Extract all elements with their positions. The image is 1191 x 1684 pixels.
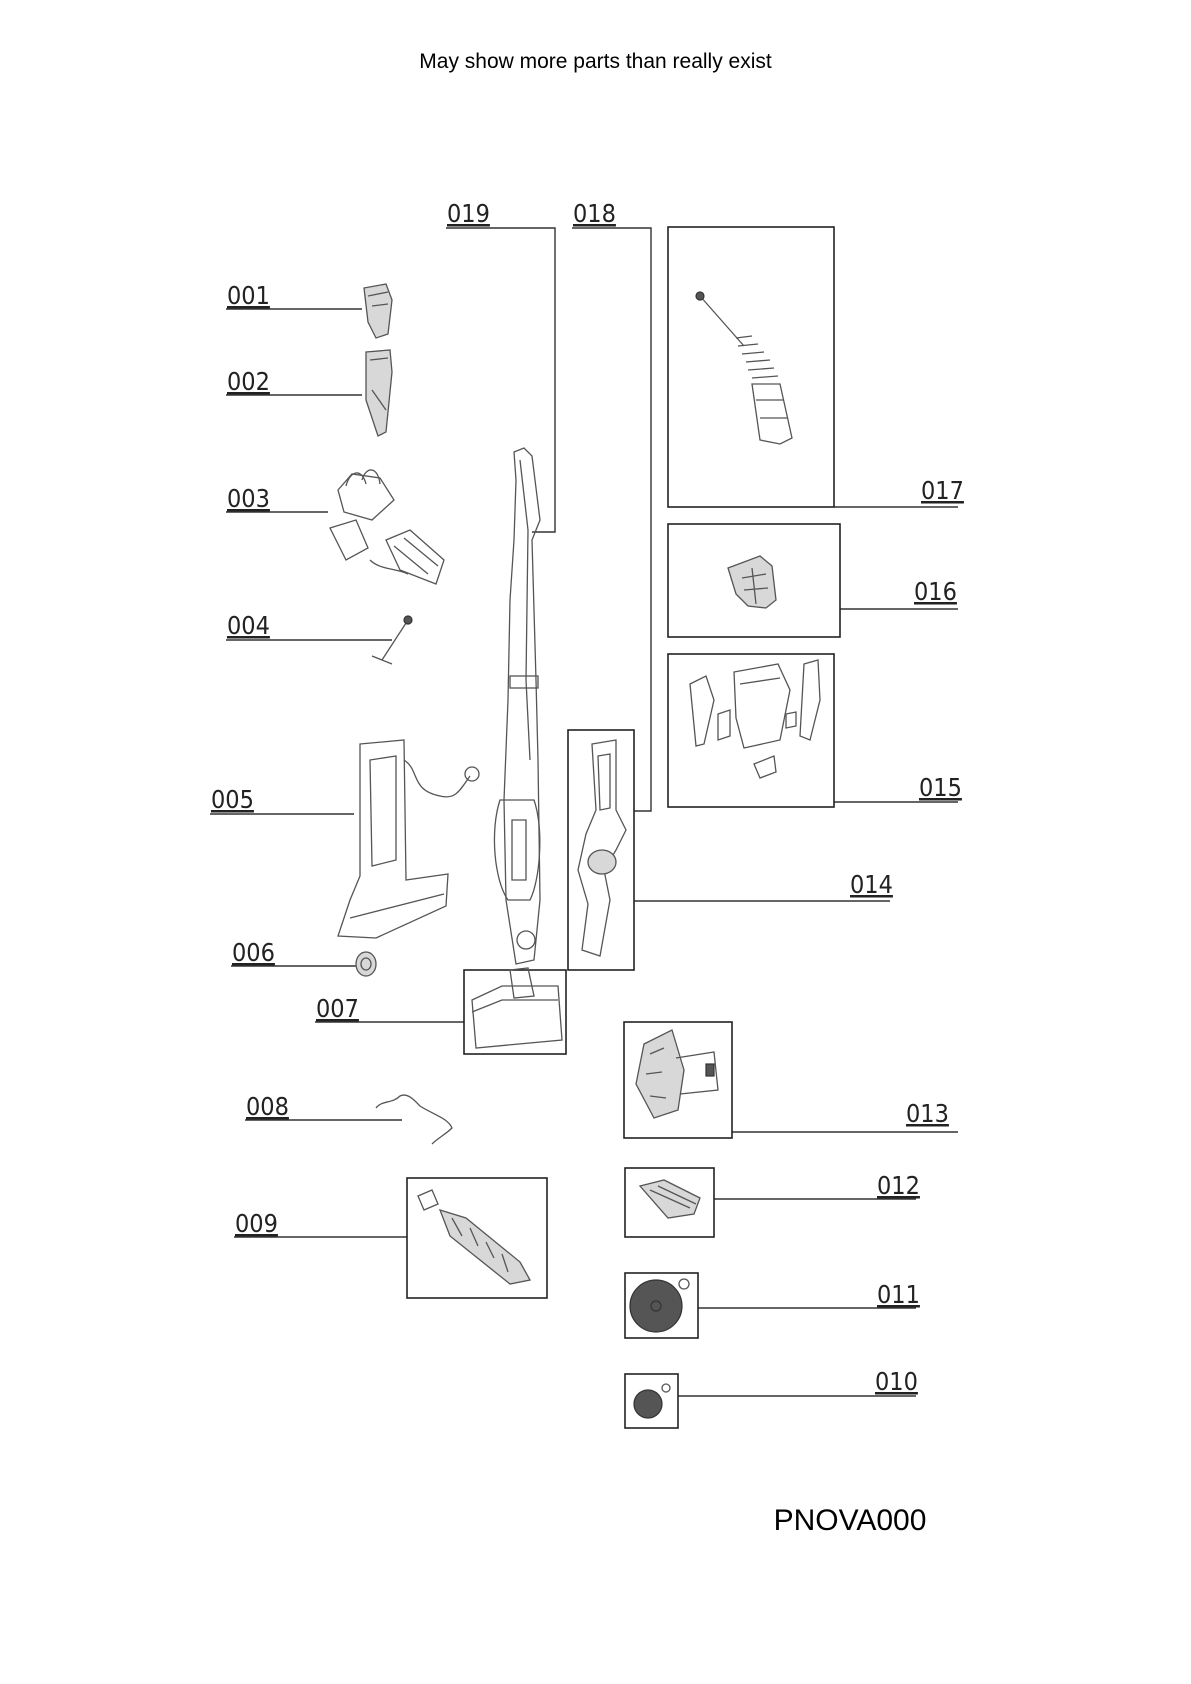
wheel-icon [355, 951, 377, 977]
battery-pack-icon [329, 469, 445, 585]
callout-label: 007 [316, 994, 359, 1023]
callout-012[interactable]: 012 [714, 1171, 920, 1200]
callout-016[interactable]: 016 [840, 577, 958, 610]
motor-icon [635, 1029, 719, 1119]
callout-label: 003 [227, 484, 270, 513]
callout-006[interactable]: 006 [231, 938, 358, 967]
callout-007[interactable]: 007 [315, 994, 464, 1023]
callout-label: 004 [227, 611, 270, 640]
callout-018[interactable]: 018 [572, 199, 652, 812]
callout-005[interactable]: 005 [210, 785, 354, 815]
large-wheel-icon [629, 1278, 690, 1333]
callout-label: 018 [573, 199, 616, 228]
filter-spring-icon [695, 291, 793, 445]
box-017 [667, 226, 835, 508]
charging-base-icon [337, 739, 480, 939]
callout-label: 019 [447, 199, 490, 228]
callout-019[interactable]: 019 [446, 199, 556, 533]
box-009 [406, 1177, 548, 1299]
callout-011[interactable]: 011 [698, 1280, 920, 1309]
model-code: PNOVA000 [773, 1504, 927, 1537]
callout-label: 016 [914, 577, 957, 606]
callout-label: 015 [919, 773, 962, 802]
small-wheel-icon [633, 1383, 671, 1419]
callout-label: 008 [246, 1092, 289, 1121]
callout-017[interactable]: 017 [834, 476, 964, 508]
housing-set-icon [689, 659, 821, 779]
callout-label: 009 [235, 1209, 278, 1238]
callout-009[interactable]: 009 [234, 1209, 407, 1238]
nozzle-tip-icon [363, 283, 393, 339]
box-010 [624, 1373, 679, 1429]
callout-label: 013 [906, 1099, 949, 1128]
header-note: May show more parts than really exist [419, 50, 772, 73]
box-012 [624, 1167, 715, 1238]
callout-label: 002 [227, 367, 270, 396]
filter-icon [727, 555, 777, 609]
callout-label: 010 [875, 1367, 918, 1396]
callout-label: 012 [877, 1171, 920, 1200]
callout-label: 001 [227, 281, 270, 310]
callout-004[interactable]: 004 [226, 611, 392, 641]
callout-015[interactable]: 015 [834, 773, 962, 803]
brush-strip-icon [638, 1179, 701, 1219]
callout-label: 011 [877, 1280, 920, 1309]
box-016 [667, 523, 841, 638]
callout-label: 006 [232, 938, 275, 967]
callout-008[interactable]: 008 [245, 1092, 402, 1121]
callout-013[interactable]: 013 [732, 1099, 958, 1133]
callout-001[interactable]: 001 [226, 281, 362, 310]
callout-014[interactable]: 014 [634, 870, 893, 902]
callout-010[interactable]: 010 [678, 1367, 918, 1397]
box-014 [567, 729, 635, 971]
crevice-tool-icon [365, 349, 393, 437]
brushroll-icon [417, 1189, 532, 1285]
stick-vacuum-icon [493, 447, 541, 965]
box-013 [623, 1021, 733, 1139]
box-015 [667, 653, 835, 808]
floor-nozzle-icon [471, 967, 563, 1049]
callout-label: 014 [850, 870, 893, 899]
screw-icon [371, 615, 413, 665]
callout-002[interactable]: 002 [226, 367, 362, 396]
box-011 [624, 1272, 699, 1339]
callout-label: 005 [211, 785, 254, 814]
callout-label: 017 [921, 476, 964, 505]
handheld-unit-icon [577, 739, 627, 957]
callout-003[interactable]: 003 [226, 484, 328, 513]
wire-icon [375, 1094, 453, 1145]
